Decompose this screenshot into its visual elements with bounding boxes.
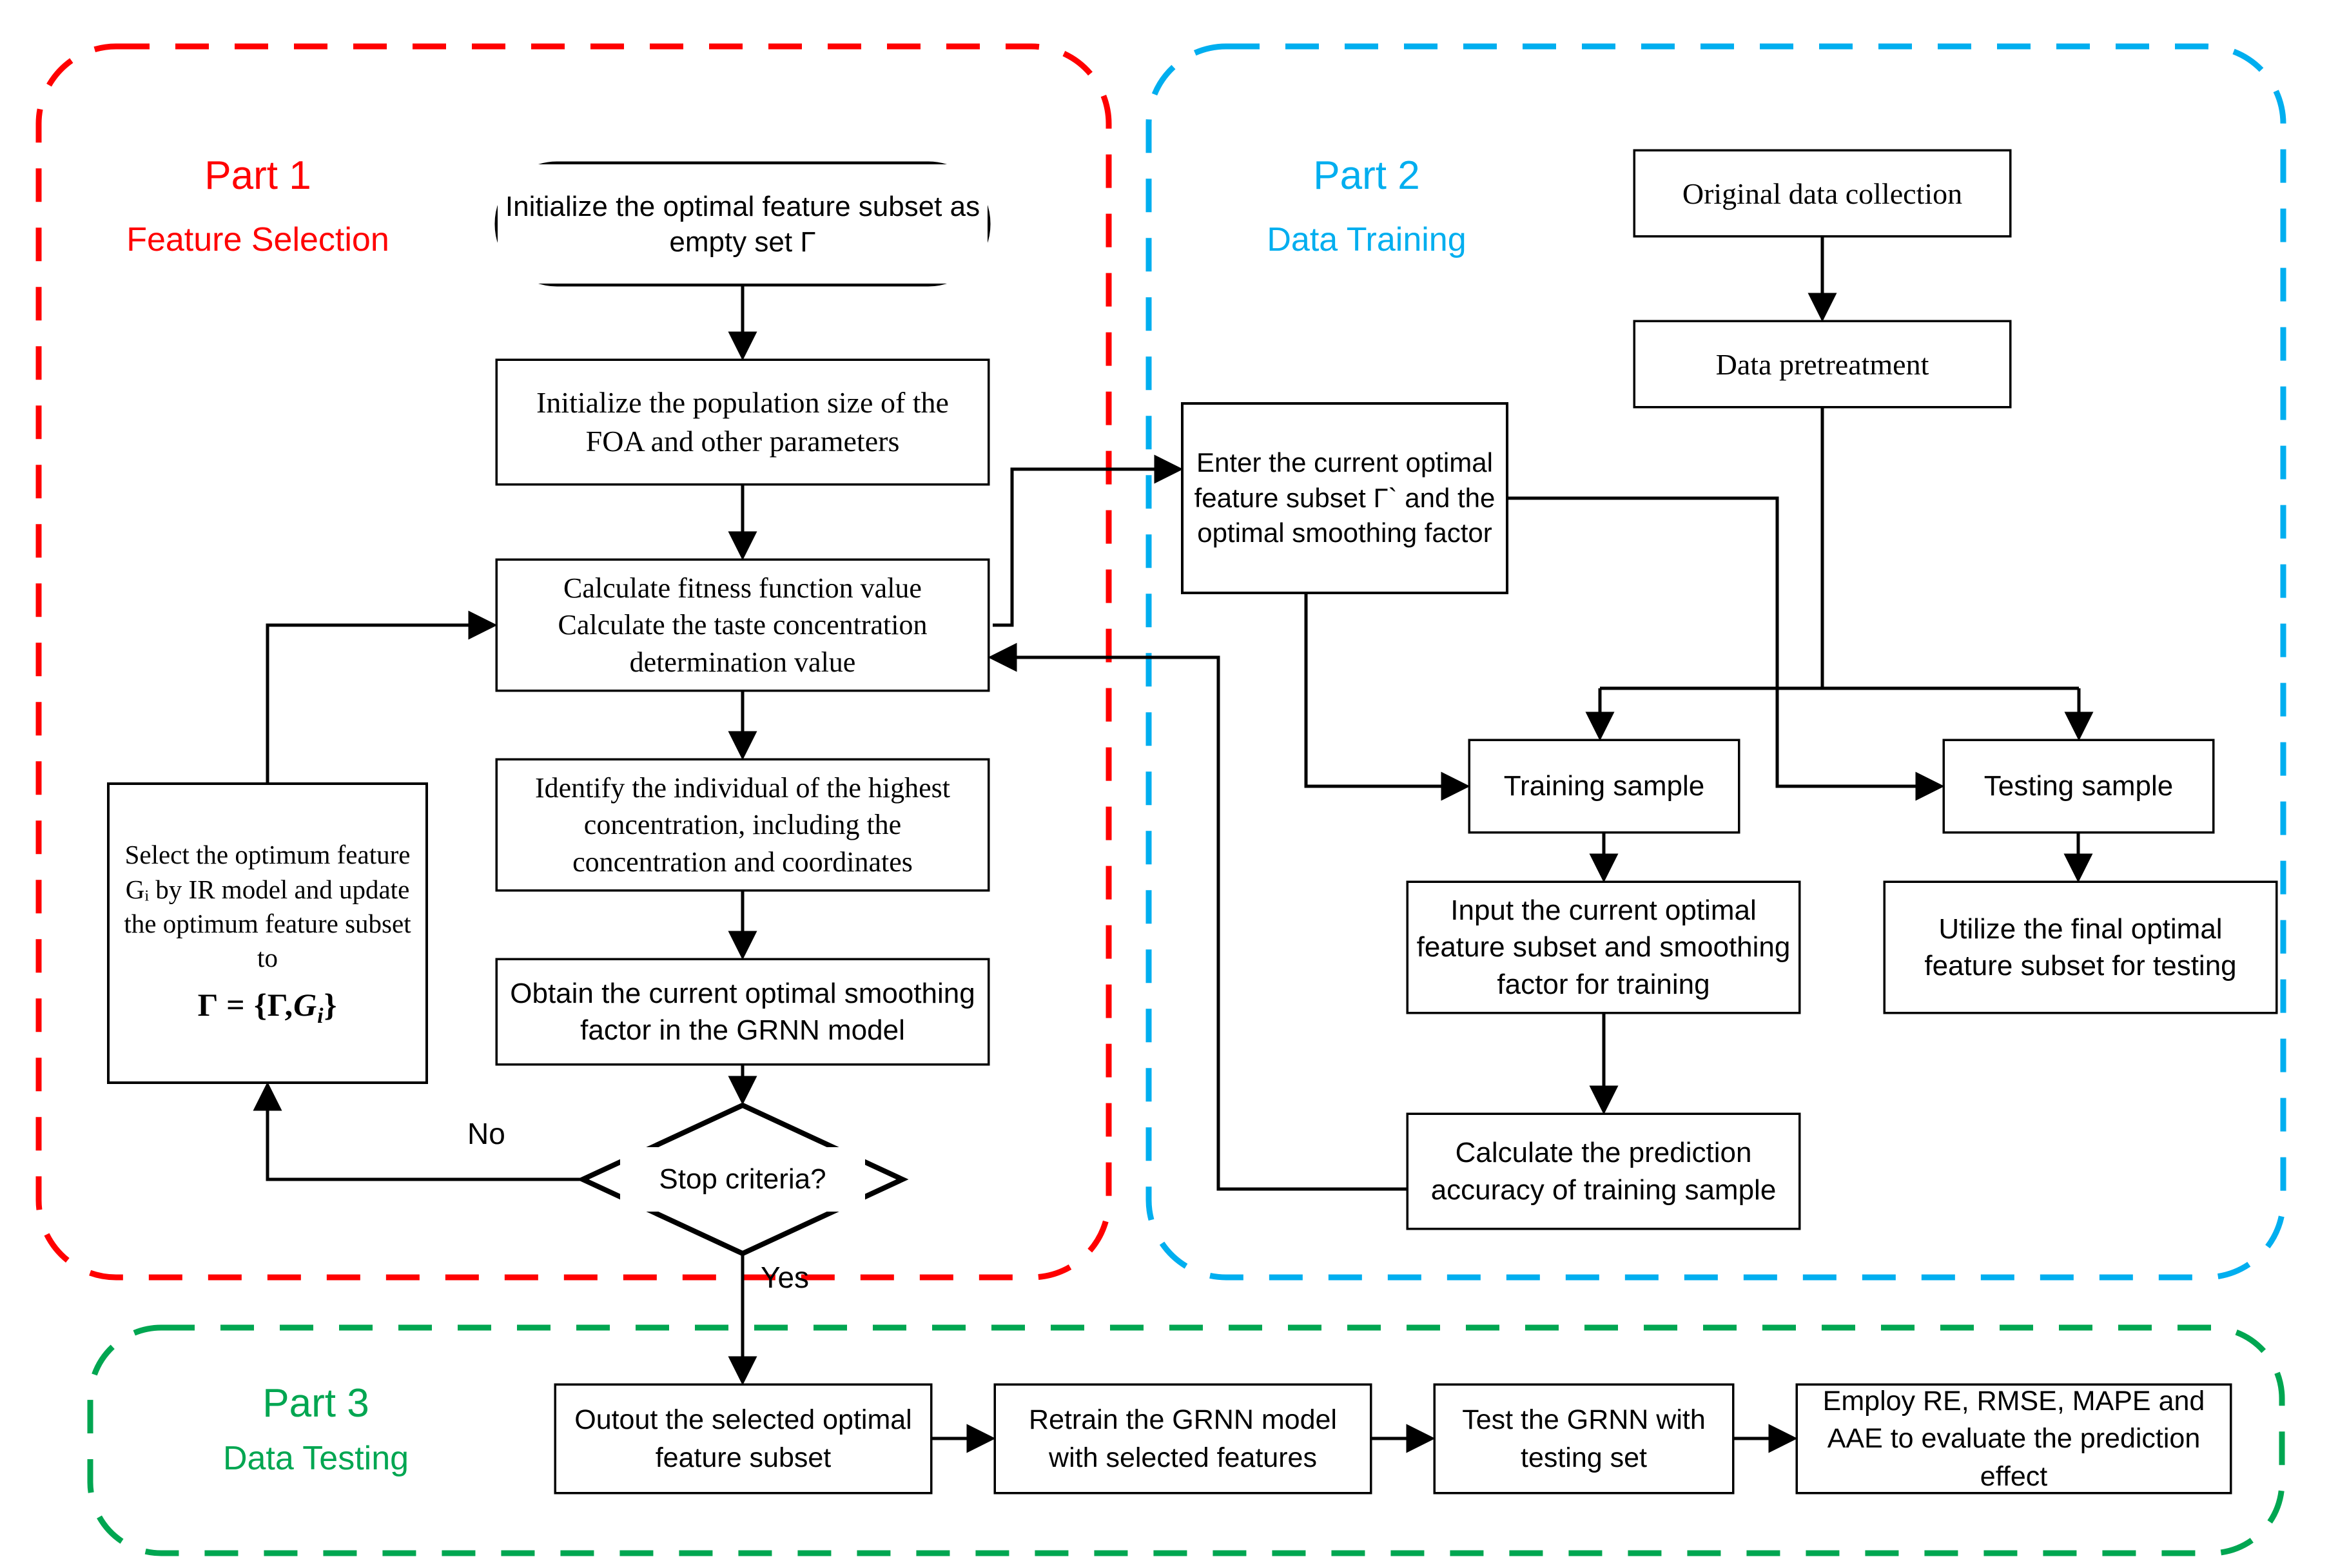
node-training-sample-label: Training sample (1503, 770, 1705, 802)
part2-region-label: Part 2 Data Training (1231, 155, 1502, 258)
node-identify-individual-label: Identify the individual of the highest c… (535, 772, 950, 878)
part2-region-frame (1145, 43, 2286, 1281)
edge-stop-no-to-select-optimum (253, 1081, 583, 1181)
node-init-population-label: Initialize the population size of the FO… (536, 386, 949, 458)
node-input-current: Input the current optimal feature subset… (1408, 883, 1798, 1012)
edge-label-yes: Yes (761, 1261, 810, 1294)
node-select-optimum-formula: Γ = {Γ,Gi} (198, 986, 338, 1029)
node-retrain-grnn: Retrain the GRNN model with selected fea… (996, 1386, 1370, 1492)
node-testing-sample-label: Testing sample (1983, 770, 2174, 802)
part2-subtitle: Data Training (1267, 221, 1467, 259)
edge-enter-current-to-training (1304, 592, 1470, 801)
formula-lhs: Γ = {Γ, (197, 986, 294, 1023)
part1-region-label: Part 1 Feature Selection (122, 155, 393, 258)
edge-prediction-to-fitness (988, 643, 1408, 1191)
part3-region-label: Part 3 Data Testing (180, 1382, 451, 1476)
part2-title: Part 2 (1313, 153, 1420, 198)
node-data-pretreatment-label: Data pretreatment (1715, 347, 1929, 381)
node-calc-prediction: Calculate the prediction accuracy of tra… (1408, 1115, 1798, 1228)
node-select-optimum-label: Select the optimum feature Gᵢ by IR mode… (124, 840, 411, 973)
part3-title: Part 3 (262, 1381, 369, 1426)
edge-select-optimum-to-fitness (266, 610, 498, 785)
node-original-data-label: Original data collection (1682, 177, 1963, 210)
node-select-optimum: Select the optimum feature Gᵢ by IR mode… (110, 785, 425, 1081)
node-obtain-smoothing: Obtain the current optimal smoothing fac… (498, 960, 988, 1063)
node-employ-metrics-label: Employ RE, RMSE, MAPE and AAE to evaluat… (1822, 1386, 2205, 1492)
edge-enter-current-to-testing (1506, 496, 1945, 801)
formula-g: G (293, 986, 318, 1023)
node-enter-current-label: Enter the current optimal feature subset… (1194, 447, 1496, 548)
node-calc-fitness: Calculate fitness function value Calcula… (498, 561, 988, 690)
node-input-current-label: Input the current optimal feature subset… (1416, 895, 1791, 1000)
node-test-grnn: Test the GRNN with testing set (1436, 1386, 1732, 1492)
node-stop-criteria: Stop criteria? (620, 1147, 865, 1212)
node-utilize-final: Utilize the final optimal feature subset… (1886, 883, 2275, 1012)
node-employ-metrics: Employ RE, RMSE, MAPE and AAE to evaluat… (1798, 1386, 2230, 1492)
node-identify-individual: Identify the individual of the highest c… (498, 760, 988, 889)
node-enter-current: Enter the current optimal feature subset… (1184, 405, 1506, 592)
part1-title: Part 1 (204, 153, 311, 198)
node-original-data: Original data collection (1635, 151, 2009, 235)
node-calc-prediction-label: Calculate the prediction accuracy of tra… (1430, 1137, 1777, 1206)
part1-subtitle: Feature Selection (126, 221, 389, 259)
part1-region-frame (35, 43, 1112, 1281)
node-init-population: Initialize the population size of the FO… (498, 361, 988, 483)
formula-subscript: i (317, 1003, 324, 1028)
node-utilize-final-label: Utilize the final optimal feature subset… (1924, 913, 2237, 982)
node-testing-sample: Testing sample (1945, 741, 2212, 831)
node-output-subset-label: Outout the selected optimal feature subs… (574, 1404, 912, 1473)
part3-region-frame (87, 1324, 2285, 1556)
node-init-subset-label: Initialize the optimal feature subset as… (505, 190, 980, 258)
node-obtain-smoothing-label: Obtain the current optimal smoothing fac… (510, 977, 975, 1046)
edge-label-no: No (467, 1117, 505, 1150)
node-retrain-grnn-label: Retrain the GRNN model with selected fea… (1029, 1404, 1337, 1473)
node-test-grnn-label: Test the GRNN with testing set (1462, 1404, 1706, 1473)
part3-subtitle: Data Testing (222, 1440, 409, 1478)
node-output-subset: Outout the selected optimal feature subs… (556, 1386, 930, 1492)
edge-fitness-to-enter-current (993, 454, 1184, 627)
formula-rhs: } (324, 986, 338, 1023)
node-stop-criteria-label: Stop criteria? (659, 1163, 826, 1195)
node-data-pretreatment: Data pretreatment (1635, 322, 2009, 406)
node-calc-fitness-label: Calculate fitness function value Calcula… (558, 572, 928, 678)
node-init-subset: Initialize the optimal feature subset as… (498, 164, 988, 284)
node-training-sample: Training sample (1470, 741, 1738, 831)
